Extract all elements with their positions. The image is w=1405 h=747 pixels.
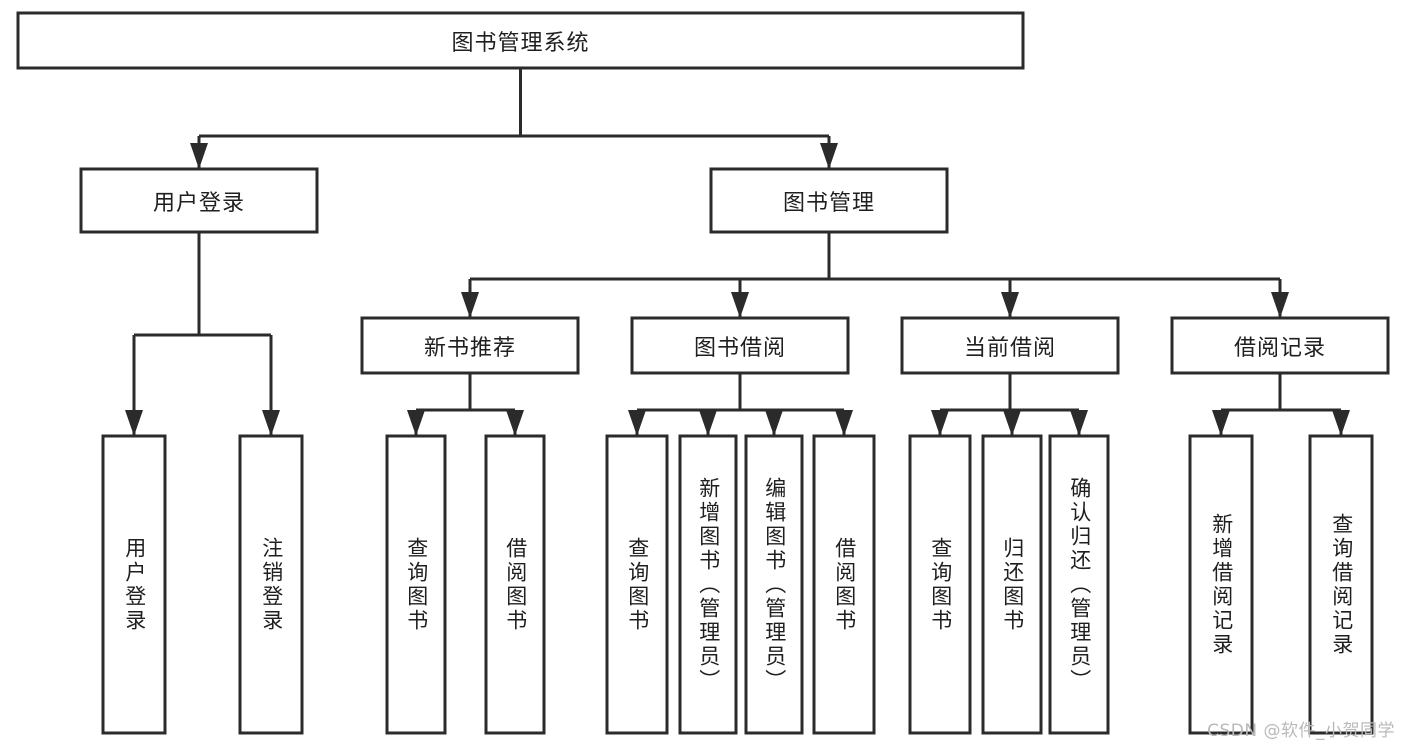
node-box-leaf-query-book-rec[interactable]: [385, 434, 447, 735]
node-box-leaf-edit-book-admin[interactable]: [744, 434, 804, 735]
node-box-current-borrow[interactable]: [900, 316, 1120, 375]
arrow-head-book-borrow-to-leaf-query-book-borrow: [628, 410, 646, 436]
edges-layer: [125, 68, 1350, 436]
arrow-head-borrow-record-to-leaf-query-borrow-record: [1332, 410, 1350, 436]
node-box-leaf-add-borrow-record[interactable]: [1188, 434, 1254, 735]
node-box-borrow-record[interactable]: [1170, 316, 1390, 375]
node-box-leaf-return-book[interactable]: [981, 434, 1043, 735]
node-box-leaf-query-book-cur[interactable]: [908, 434, 972, 735]
arrow-head-new-book-rec-to-leaf-borrow-book-rec: [506, 410, 524, 436]
arrow-head-book-borrow-to-leaf-add-book-admin: [699, 410, 717, 436]
node-box-leaf-confirm-return-admin[interactable]: [1048, 434, 1110, 735]
arrow-head-new-book-rec-to-leaf-query-book-rec: [407, 410, 425, 436]
node-box-root[interactable]: [16, 11, 1025, 70]
node-box-leaf-user-logout[interactable]: [238, 434, 304, 735]
arrow-head-current-borrow-to-leaf-confirm-return-admin: [1070, 410, 1088, 436]
node-box-leaf-query-borrow-record[interactable]: [1308, 434, 1374, 735]
node-box-book-borrow[interactable]: [630, 316, 850, 375]
arrow-head-root-to-book-manage: [820, 143, 838, 169]
arrow-head-root-to-user-login: [190, 143, 208, 169]
arrow-head-book-manage-to-borrow-record: [1271, 292, 1289, 318]
node-box-leaf-add-book-admin[interactable]: [678, 434, 738, 735]
arrow-head-user-login-to-leaf-user-login: [125, 410, 143, 436]
arrow-head-book-manage-to-new-book-rec: [461, 292, 479, 318]
arrow-head-current-borrow-to-leaf-return-book: [1003, 410, 1021, 436]
arrow-head-book-borrow-to-leaf-edit-book-admin: [765, 410, 783, 436]
node-box-new-book-rec[interactable]: [360, 316, 580, 375]
arrow-head-user-login-to-leaf-user-logout: [262, 410, 280, 436]
boxes-layer: [16, 11, 1390, 735]
node-box-leaf-query-book-borrow[interactable]: [605, 434, 669, 735]
node-box-leaf-user-login[interactable]: [101, 434, 167, 735]
arrow-head-current-borrow-to-leaf-query-book-cur: [931, 410, 949, 436]
arrow-head-book-manage-to-book-borrow: [731, 292, 749, 318]
node-box-leaf-borrow-book-rec[interactable]: [484, 434, 546, 735]
arrow-head-book-borrow-to-leaf-borrow-book: [835, 410, 853, 436]
node-box-user-login[interactable]: [79, 167, 319, 234]
node-box-book-manage[interactable]: [709, 167, 949, 234]
arrow-head-borrow-record-to-leaf-add-borrow-record: [1212, 410, 1230, 436]
watermark: CSDN @软件_小贺同学: [1207, 721, 1395, 741]
arrow-head-book-manage-to-current-borrow: [1001, 292, 1019, 318]
node-box-leaf-borrow-book[interactable]: [812, 434, 876, 735]
